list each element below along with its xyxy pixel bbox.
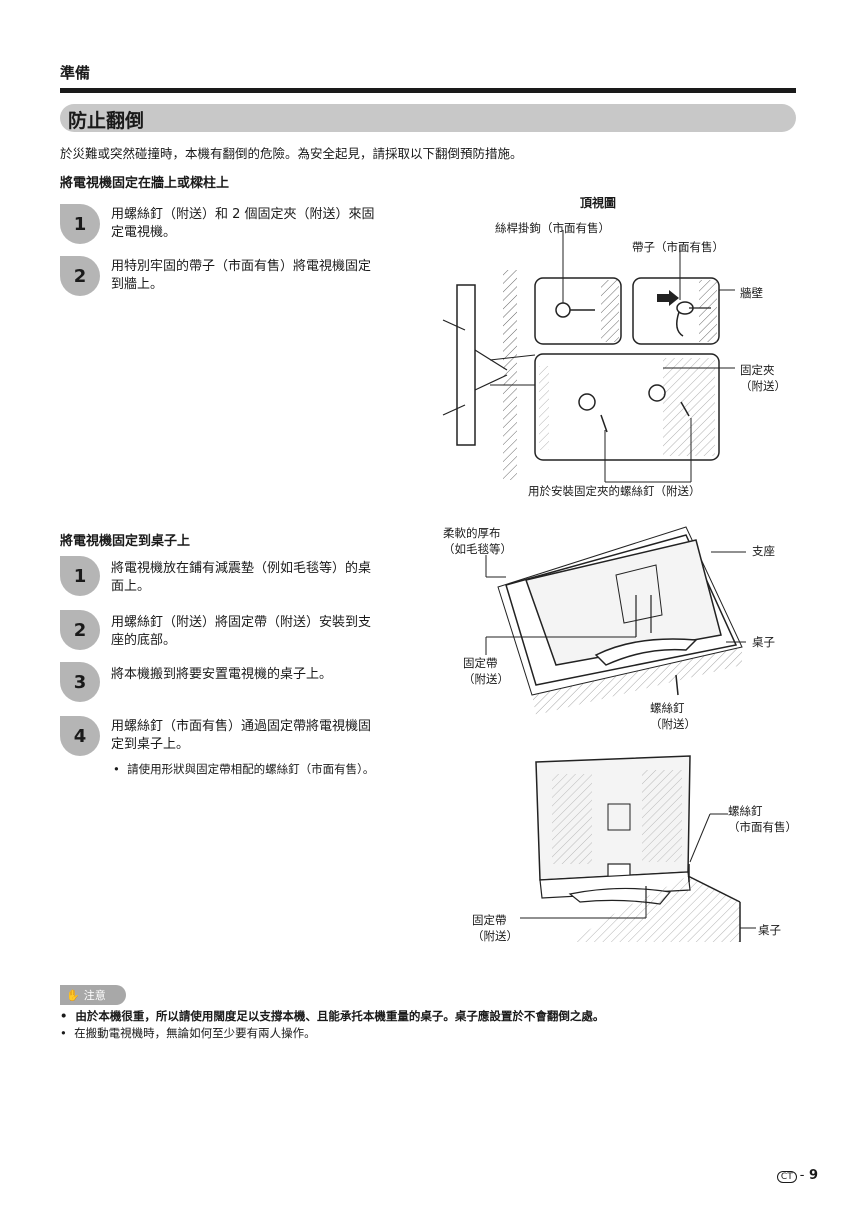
table-label: 桌子 [752,635,775,649]
step-badge: 1 [60,556,100,596]
step-text: 用螺絲釘（附送）和 2 個固定夾（附送）來固 定電視機。 [111,206,411,242]
page-number: CT- 9 [776,1168,818,1183]
section2-heading: 將電視機固定到桌子上 [60,534,191,549]
cloth-outline [505,534,738,686]
hook-label: 絲桿掛鉤（市面有售） [495,221,610,235]
step-line: 面上。 [111,579,151,594]
screw-label: 螺絲釘 （附送） [650,700,696,732]
section-header: 準備 [60,64,91,82]
wall-mount-diagram [442,230,735,483]
band-label-line: （附送） [463,672,509,686]
page-title: 防止翻倒 [68,110,145,132]
screw-label-line: 螺絲釘 [650,701,685,715]
table-cloth-diagram [485,526,746,715]
screw-label-2: 螺絲釘 （市面有售） [728,803,797,835]
screw-label-line: 螺絲釘 [728,804,763,818]
top-view-label: 頂視圖 [580,196,617,210]
stand-label: 支座 [752,544,775,558]
bullet-text: 請使用形狀與固定帶相配的螺絲釘（市面有售）。 [127,762,375,776]
cloth-label-line: （如毛毯等） [443,542,512,556]
note-line: • 在搬動電視機時，無論如何至少要有兩人操作。 [60,1025,316,1041]
clamp-label: 固定夾 （附送） [740,362,786,394]
page-sep: - [799,1168,805,1183]
step-line: 座的底部。 [111,633,177,648]
step-line: 到牆上。 [111,277,164,292]
band-label-2: 固定帶 （附送） [472,912,518,944]
step-text: 將電視機放在鋪有減震墊（例如毛毯等）的桌 面上。 [111,560,411,596]
band-label-line: 固定帶 [463,656,498,670]
step-badge: 3 [60,662,100,702]
clamp-label-line: 固定夾 [740,363,775,377]
step-badge: 4 [60,716,100,756]
bullet-dot: • [60,1009,76,1023]
note-line: • 由於本機很重，所以請使用闊度足以支撐本機、且能承托本機重量的桌子。桌子應設置… [60,1008,604,1024]
step-line: 將本機搬到將要安置電視機的桌子上。 [111,667,333,682]
tv-side-profile [456,284,476,446]
stand [594,638,698,666]
screw-label-line: （附送） [650,717,696,731]
hand-icon: ✋ [66,988,80,1002]
strap-label: 帶子（市面有售） [632,240,724,254]
step-line: 用螺絲釘（附送）將固定帶（附送）安裝到支 [111,615,372,630]
step-line: 定電視機。 [111,225,177,240]
header-rule [60,88,796,93]
intro-text: 於災難或突然碰撞時，本機有翻倒的危險。為安全起見，請採取以下翻倒預防措施。 [60,146,523,161]
step-text: 用螺絲釘（市面有售）通過固定帶將電視機固 定到桌子上。 [111,718,411,754]
page-number-value: 9 [808,1168,818,1183]
hook-callout [534,277,622,345]
band-label-line: 固定帶 [472,913,507,927]
screw-label-line: （市面有售） [728,820,797,834]
caution-label: 注意 [83,989,106,1002]
strap-callout [632,277,720,345]
cloth-label: 柔軟的厚布 （如毛毯等） [443,525,512,557]
step-text: 將本機搬到將要安置電視機的桌子上。 [111,666,411,684]
screws-label: 用於安裝固定夾的螺絲釘（附送） [528,484,701,498]
step-line: 將電視機放在鋪有減震墊（例如毛毯等）的桌 [111,561,372,576]
table-label-2: 桌子 [758,923,781,937]
step-badge: 2 [60,610,100,650]
step-text: 用螺絲釘（附送）將固定帶（附送）安裝到支 座的底部。 [111,614,411,650]
wall-label: 牆壁 [740,286,763,300]
section1-heading: 將電視機固定在牆上或樑柱上 [60,176,230,191]
step-line: 用特別牢固的帶子（市面有售）將電視機固定 [111,259,372,274]
bullet-dot: • [60,1026,75,1040]
note-text: 在搬動電視機時，無論如何至少要有兩人操作。 [74,1026,316,1040]
step-text: 用特別牢固的帶子（市面有售）將電視機固定 到牆上。 [111,258,411,294]
band-label: 固定帶 （附送） [463,655,509,687]
step-line: 定到桌子上。 [111,737,190,752]
note-text: 由於本機很重，所以請使用闊度足以支撐本機、且能承托本機重量的桌子。桌子應設置於不… [75,1009,605,1023]
step-line: 用螺絲釘（市面有售）通過固定帶將電視機固 [111,719,372,734]
cloth-label-line: 柔軟的厚布 [443,526,501,540]
step-badge: 2 [60,256,100,296]
title-bar [60,104,796,132]
band-label-line: （附送） [472,929,518,943]
bullet-note: • 請使用形狀與固定帶相配的螺絲釘（市面有售）。 [113,761,374,777]
tv-on-table-diagram [520,755,756,942]
caution-badge: ✋ 注意 [60,985,126,1005]
step-badge: 1 [60,204,100,244]
lang-badge: CT [776,1171,797,1183]
bullet-dot: • [113,762,128,776]
table-hatch [570,876,740,942]
clamp-label-line: （附送） [740,379,786,393]
wall-hatch [503,270,517,480]
step-line: 用螺絲釘（附送）和 2 個固定夾（附送）來固 [111,207,375,222]
